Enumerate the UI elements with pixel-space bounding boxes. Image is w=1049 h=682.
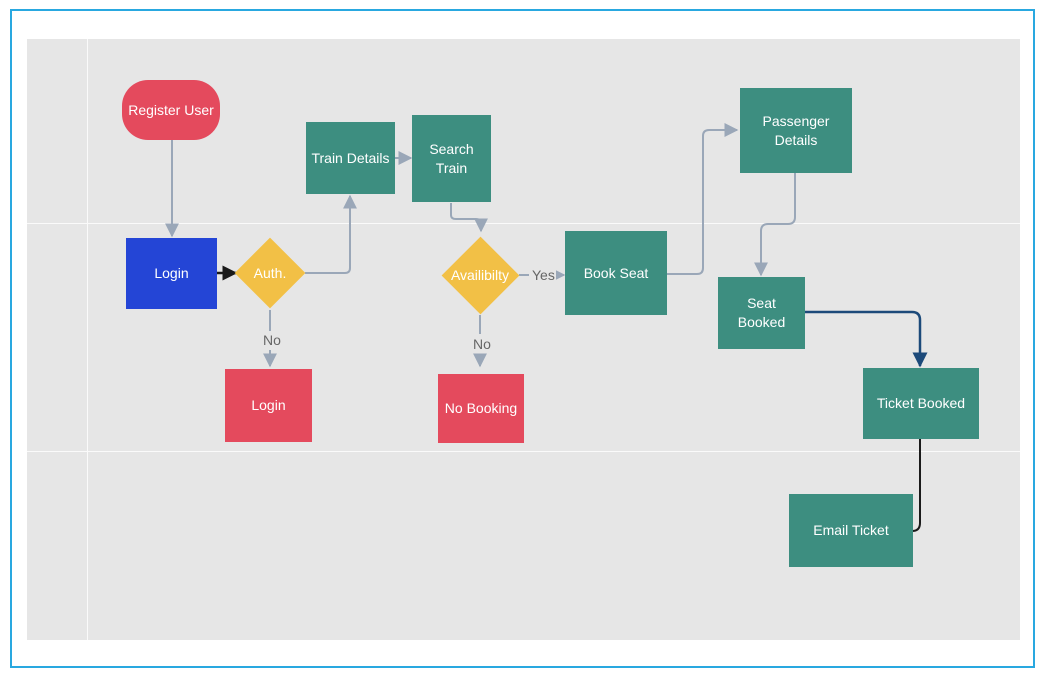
register-user-node[interactable]: Register User <box>122 80 220 140</box>
passenger-details-node[interactable]: Passenger Details <box>740 88 852 173</box>
seat-booked-label: Seat Booked <box>737 295 786 330</box>
lane-divider-2 <box>27 451 1020 452</box>
train-details-node[interactable]: Train Details <box>306 122 395 194</box>
passenger-details-label: Passenger Details <box>762 112 830 148</box>
register-user-label: Register User <box>128 101 214 118</box>
lane-divider-1 <box>27 223 1020 224</box>
email-ticket-node[interactable]: Email Ticket <box>789 494 913 567</box>
edge-ticketbooked-email <box>911 439 921 532</box>
train-details-label: Train Details <box>311 149 390 166</box>
edge-auth-traindetails <box>305 194 357 274</box>
edge-search-availability <box>450 203 488 233</box>
ticket-booked-node[interactable]: Ticket Booked <box>863 368 979 439</box>
edge-bookseat-passenger <box>667 123 739 275</box>
availability-yes-label: Yes <box>531 267 556 283</box>
no-booking-node[interactable]: No Booking <box>438 374 524 443</box>
seat-booked-node[interactable]: Seat Booked <box>718 277 805 349</box>
availability-no-label: No <box>472 336 492 352</box>
search-train-node[interactable]: Search Train <box>412 115 491 202</box>
login-failed-label: Login <box>251 397 286 414</box>
search-train-label: Search Train <box>429 140 474 176</box>
book-seat-label: Book Seat <box>583 264 649 281</box>
email-ticket-label: Email Ticket <box>813 522 889 539</box>
edge-passenger-seatbooked <box>754 173 796 277</box>
diagram-canvas: Register User Login Auth. No Login Train… <box>27 39 1020 640</box>
auth-no-label: No <box>262 332 282 348</box>
login-failed-node[interactable]: Login <box>225 369 312 442</box>
book-seat-node[interactable]: Book Seat <box>565 231 667 315</box>
lane-divider-vertical <box>87 39 88 640</box>
ticket-booked-label: Ticket Booked <box>876 395 966 412</box>
login-label: Login <box>154 265 189 282</box>
no-booking-label: No Booking <box>444 400 518 417</box>
login-node[interactable]: Login <box>126 238 217 309</box>
edge-seatbooked-ticketbooked <box>805 310 928 368</box>
